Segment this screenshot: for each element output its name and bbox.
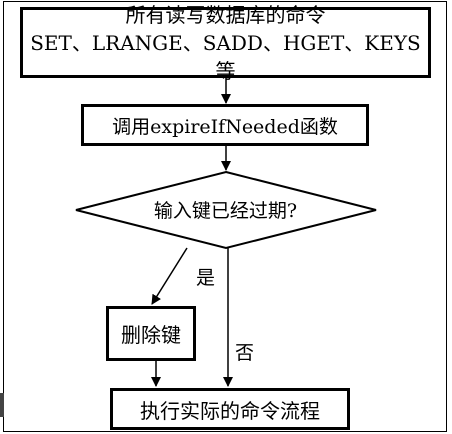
node-all-commands: 所有读写数据库的命令 SET、LRANGE、SADD、HGET、KEYS等 [20,3,431,83]
node-execute-command-label: 执行实际的命令流程 [140,398,320,423]
edge-label-no: 否 [235,342,255,364]
node-all-commands-line2: SET、LRANGE、SADD、HGET、KEYS等 [30,30,421,83]
arrow-yes-to-delete [151,247,188,305]
node-call-expire: 调用expireIfNeeded函数 [81,104,369,146]
decision-label: 输入键已经过期? [153,199,298,222]
node-call-expire-label: 调用expireIfNeeded函数 [112,115,338,138]
node-delete-key-label: 删除键 [121,323,181,347]
node-execute-command: 执行实际的命令流程 [110,388,350,430]
node-all-commands-line1: 所有读写数据库的命令 [125,2,326,27]
node-delete-key: 删除键 [106,306,196,361]
edge-label-yes: 是 [196,267,216,289]
edge-marker [0,393,4,417]
decision-diamond [75,170,377,250]
